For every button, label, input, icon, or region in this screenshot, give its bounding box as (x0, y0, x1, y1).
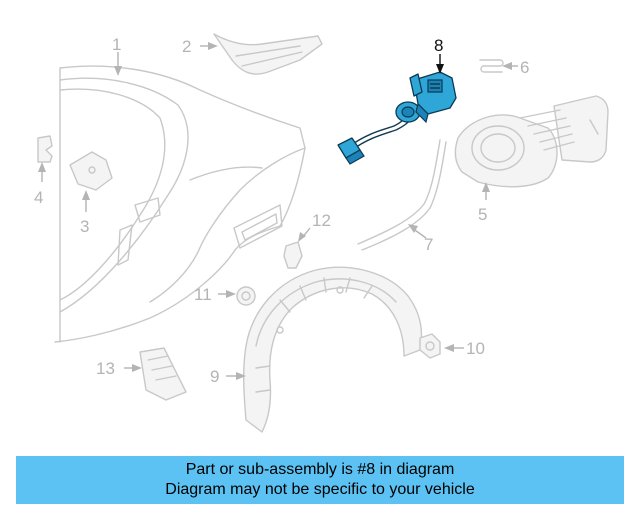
callout-13: 13 (96, 359, 115, 378)
banner-line-2: Diagram may not be specific to your vehi… (165, 481, 475, 498)
callout-2: 2 (182, 37, 191, 56)
callout-12: 12 (312, 211, 331, 230)
retainer-part (283, 241, 303, 269)
callout-10: 10 (466, 339, 485, 358)
fuel-door-housing-part (454, 95, 609, 188)
info-banner: Part or sub-assembly is #8 in diagram Di… (16, 456, 624, 504)
insulator-part (69, 151, 113, 191)
callout-9: 9 (210, 367, 219, 386)
clip-part (37, 135, 53, 163)
callout-7: 7 (424, 235, 433, 254)
callout-4: 4 (34, 188, 43, 207)
quarter-panel-part (54, 65, 306, 343)
spring-part (479, 59, 504, 73)
callout-6: 6 (520, 58, 529, 77)
wheel-liner-part (242, 266, 423, 433)
callout-5: 5 (478, 205, 487, 224)
callout-1: 1 (112, 35, 121, 54)
bolt-part (419, 333, 441, 359)
drain-hose-part (357, 139, 447, 251)
callout-8: 8 (434, 36, 443, 55)
parts-diagram: 1 2 3 4 5 6 7 (34, 33, 609, 433)
callout-3: 3 (80, 217, 89, 236)
callout-11: 11 (194, 285, 212, 304)
push-clip-part (236, 286, 256, 306)
rear-bracket-part (213, 33, 323, 75)
vent-part (139, 347, 187, 401)
banner-line-1: Part or sub-assembly is #8 in diagram (185, 461, 455, 478)
fuel-door-actuator-part (337, 71, 457, 165)
